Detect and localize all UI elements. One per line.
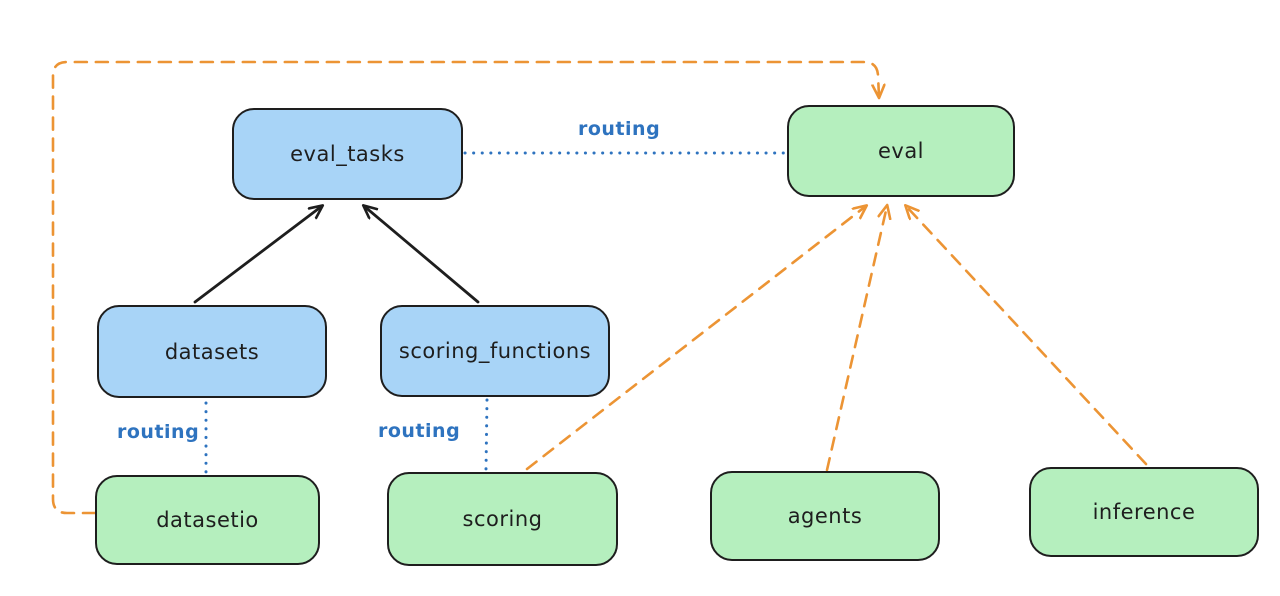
node-eval-label: eval [877, 139, 925, 163]
node-inference-label: inference [1092, 500, 1196, 524]
node-agents-label: agents [787, 504, 863, 528]
node-agents: agents [710, 471, 940, 561]
arrow-scoring_functions-to-eval_tasks [364, 206, 480, 304]
node-datasetio: datasetio [95, 475, 320, 565]
arrow-inference-to-eval [906, 206, 1148, 466]
node-eval-tasks-label: eval_tasks [290, 142, 405, 166]
arrow-datasets-to-eval_tasks [193, 206, 322, 304]
node-scoring-label: scoring [462, 507, 543, 531]
routing-line-scoring_functions-scoring [484, 398, 489, 471]
node-datasets-label: datasets [164, 339, 260, 364]
node-scoring: scoring [387, 472, 618, 566]
arrow-agents-to-eval [825, 206, 887, 472]
node-eval: eval [787, 105, 1015, 197]
node-datasetio-label: datasetio [156, 508, 259, 532]
node-inference: inference [1029, 467, 1259, 557]
arrow-datasetio-to-eval [51, 60, 879, 515]
node-eval-tasks: eval_tasks [232, 108, 463, 200]
arrow-scoring-to-eval [525, 206, 866, 471]
edge-label-routing-scoring: routing [378, 420, 461, 442]
node-scoring-functions-label: scoring_functions [398, 339, 592, 363]
node-datasets: datasets [97, 305, 327, 398]
node-scoring-functions: scoring_functions [380, 305, 610, 397]
edge-label-routing-datasets: routing [117, 421, 200, 443]
edge-label-routing-top: routing [578, 118, 661, 140]
